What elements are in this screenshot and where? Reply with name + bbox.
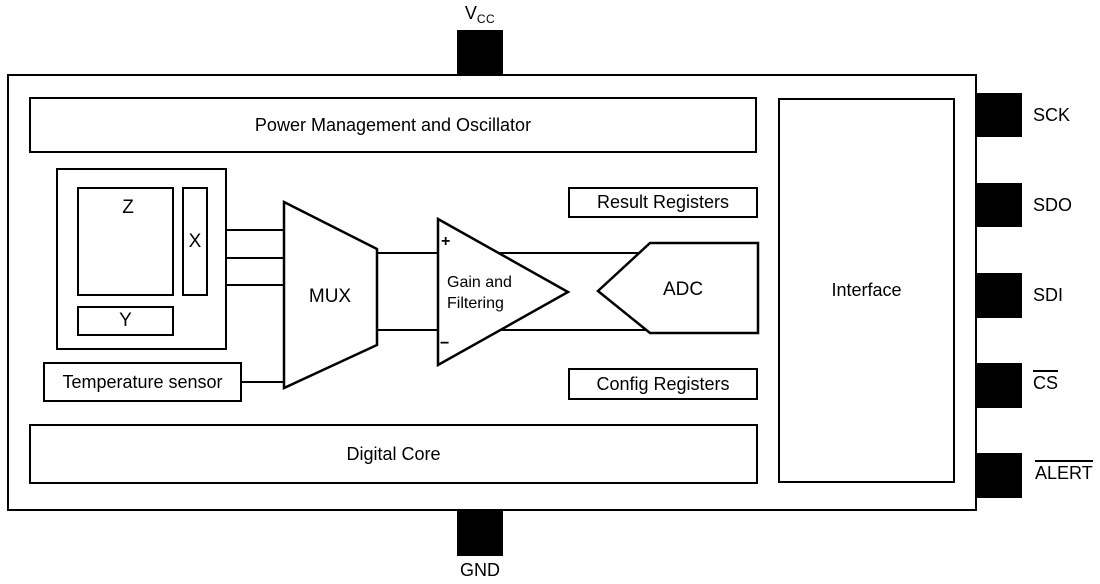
result-registers-block: Result Registers bbox=[568, 187, 758, 218]
alert-pin bbox=[977, 453, 1022, 498]
vcc-pin-label: VCC bbox=[430, 2, 530, 30]
alert-pin-label: ALERT bbox=[1035, 460, 1093, 484]
amplifier-plus-sign: + bbox=[441, 233, 451, 250]
sck-pin-label: SCK bbox=[1033, 105, 1071, 125]
digital-core-block: Digital Core bbox=[29, 424, 758, 484]
cs-pin-label-text: CS bbox=[1033, 370, 1059, 393]
sensor-x-block: X bbox=[182, 187, 208, 296]
config-registers-label: Config Registers bbox=[596, 373, 730, 394]
sensor-x-label: X bbox=[188, 230, 202, 252]
sensor-z-label: Z bbox=[122, 197, 134, 218]
adc-shape bbox=[596, 241, 760, 335]
gnd-pin-label: GND bbox=[460, 560, 500, 580]
interface-label: Interface bbox=[831, 280, 902, 301]
adc-label: ADC bbox=[662, 279, 704, 300]
amplifier-label-line1: Gain and bbox=[447, 274, 512, 291]
amplifier-minus-sign: − bbox=[440, 335, 450, 352]
config-registers-block: Config Registers bbox=[568, 368, 758, 400]
vcc-label-sub: CC bbox=[476, 12, 496, 26]
amplifier-triangle-shape bbox=[436, 216, 571, 368]
sdi-pin-label: SDI bbox=[1033, 285, 1064, 305]
temperature-sensor-label: Temperature sensor bbox=[62, 371, 223, 392]
mux-label: MUX bbox=[308, 286, 352, 307]
amplifier-label-line2: Filtering bbox=[447, 295, 504, 312]
mux-shape bbox=[282, 199, 379, 390]
digital-core-label: Digital Core bbox=[346, 443, 441, 464]
alert-pin-label-text: ALERT bbox=[1035, 460, 1093, 483]
vcc-label-main: V bbox=[464, 3, 477, 23]
temperature-sensor-block: Temperature sensor bbox=[43, 362, 242, 402]
sdi-pin bbox=[977, 273, 1022, 318]
sensor-z-block bbox=[77, 187, 174, 296]
gnd-pin bbox=[457, 510, 503, 556]
sensor-y-block: Y bbox=[77, 306, 174, 336]
sdo-pin bbox=[977, 183, 1022, 227]
cs-pin bbox=[977, 363, 1022, 408]
power-management-label: Power Management and Oscillator bbox=[254, 114, 532, 135]
amplifier-label: Gain and Filtering bbox=[447, 272, 512, 314]
result-registers-label: Result Registers bbox=[596, 192, 730, 213]
sensor-y-label: Y bbox=[119, 310, 132, 332]
vcc-pin bbox=[457, 30, 503, 75]
interface-block: Interface bbox=[778, 98, 955, 483]
cs-pin-label: CS bbox=[1033, 370, 1059, 394]
sdo-pin-label: SDO bbox=[1033, 195, 1073, 215]
sck-pin bbox=[977, 93, 1022, 137]
power-management-block: Power Management and Oscillator bbox=[29, 97, 757, 153]
